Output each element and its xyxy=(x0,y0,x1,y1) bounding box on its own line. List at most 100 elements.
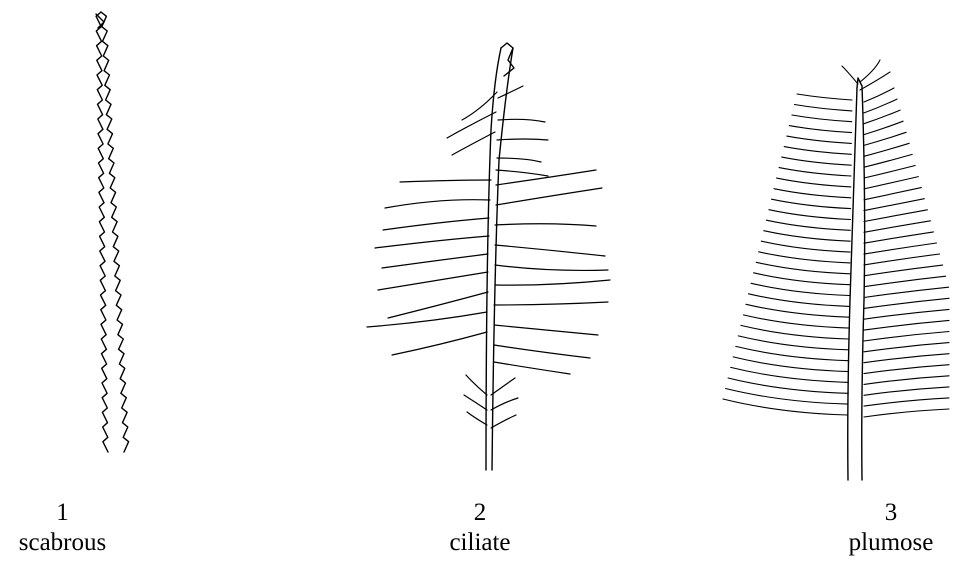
plume-left xyxy=(769,210,851,220)
plume-right xyxy=(864,365,949,374)
plume-left xyxy=(774,189,851,198)
plume-right xyxy=(864,121,903,134)
plume-right xyxy=(864,287,949,297)
plume-left xyxy=(766,220,850,230)
plume-left xyxy=(787,136,852,143)
cilium-right xyxy=(495,265,608,270)
plumose-bristle-drawing xyxy=(723,60,949,480)
plume-right xyxy=(864,88,894,102)
plume-right xyxy=(864,188,921,200)
cilium-upper xyxy=(452,132,495,155)
cilium-upper xyxy=(497,139,548,140)
plume-right xyxy=(864,276,946,287)
plume-right xyxy=(864,298,949,308)
cilium-right xyxy=(494,302,608,305)
cilium-right xyxy=(495,280,610,285)
caption-number: 2 xyxy=(420,498,540,528)
cilium-upper xyxy=(447,112,496,138)
caption-label: plumose xyxy=(825,528,957,558)
plume-left xyxy=(726,389,849,405)
plume-left xyxy=(733,357,848,372)
cilium-left xyxy=(375,236,489,248)
cilium-lower xyxy=(491,415,516,428)
cilium-lower xyxy=(491,398,518,410)
bristle-left-edge xyxy=(96,12,108,452)
plume-right xyxy=(864,243,937,254)
plume-right xyxy=(864,210,927,222)
stem-left-edge xyxy=(848,88,857,480)
plume-left xyxy=(728,378,848,393)
caption-label: scabrous xyxy=(0,528,125,558)
plume-left xyxy=(746,304,849,317)
plume-left xyxy=(731,367,849,382)
plume-right xyxy=(864,199,924,211)
plume-left xyxy=(797,94,852,100)
cilium-right xyxy=(494,345,590,358)
plume-left xyxy=(764,231,850,242)
plume-tip xyxy=(860,72,890,90)
plume-left xyxy=(779,168,851,176)
stem-left-edge xyxy=(486,48,501,470)
plume-left xyxy=(782,157,852,165)
stem-right-edge xyxy=(492,48,513,470)
cilium-right xyxy=(495,224,596,226)
plume-right xyxy=(864,166,915,179)
plume-tip xyxy=(860,60,880,82)
cilium-left xyxy=(383,218,489,230)
plume-left xyxy=(761,241,850,252)
plume-right xyxy=(864,332,949,342)
plume-right xyxy=(864,309,949,319)
plume-left xyxy=(749,294,850,307)
plume-right xyxy=(864,99,897,113)
caption-1: 1 scabrous xyxy=(0,498,125,558)
cilium-lower xyxy=(464,395,487,410)
plume-right xyxy=(864,110,900,124)
plume-right xyxy=(864,154,912,167)
plume-right xyxy=(864,320,949,330)
cilium-left xyxy=(382,254,488,268)
stem-tip xyxy=(501,43,514,76)
cilium-lower xyxy=(491,378,515,395)
plume-left xyxy=(759,252,850,263)
plume-right xyxy=(864,265,943,276)
plume-left xyxy=(792,115,852,122)
plume-right xyxy=(864,254,940,265)
cilium-right xyxy=(496,170,596,185)
plume-right xyxy=(864,387,949,395)
plume-left xyxy=(751,283,849,295)
cilium-upper xyxy=(497,158,541,162)
cilium-upper xyxy=(498,86,523,98)
caption-number: 3 xyxy=(825,498,957,528)
cilium-right xyxy=(495,245,605,256)
cilium-right xyxy=(494,325,598,335)
plume-left xyxy=(794,105,852,111)
plume-right xyxy=(864,354,949,363)
caption-label: ciliate xyxy=(420,528,540,558)
plume-right xyxy=(864,409,949,417)
cilium-left xyxy=(367,312,487,327)
plume-right xyxy=(864,232,933,243)
plume-left xyxy=(784,147,851,155)
plume-right xyxy=(864,398,949,406)
ciliate-bristle-drawing xyxy=(367,43,610,470)
plume-left xyxy=(789,126,851,133)
cilium-left xyxy=(378,272,488,290)
plume-tip xyxy=(842,66,858,84)
cilium-upper xyxy=(498,119,545,122)
cilium-right xyxy=(494,362,570,374)
plume-left xyxy=(772,199,851,208)
plume-right xyxy=(864,376,949,385)
plume-right xyxy=(864,177,918,189)
plume-right xyxy=(864,143,909,156)
plume-left xyxy=(777,178,851,187)
plume-left xyxy=(754,273,850,285)
cilium-left xyxy=(392,332,487,355)
cilium-right xyxy=(496,188,602,205)
caption-3: 3 plumose xyxy=(825,498,957,558)
cilium-lower xyxy=(467,412,487,425)
plume-left xyxy=(756,262,850,274)
scabrous-bristle-drawing xyxy=(96,12,129,452)
plume-left xyxy=(723,399,848,415)
